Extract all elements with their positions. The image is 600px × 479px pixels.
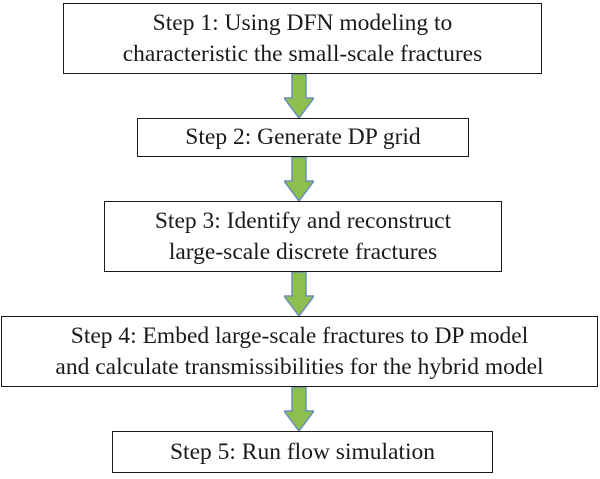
step-1-line-1: Step 1: Using DFN modeling to xyxy=(152,9,453,36)
step-3-line-1: Step 3: Identify and reconstruct xyxy=(154,207,452,234)
step-5-box: Step 5: Run flow simulation xyxy=(112,431,493,473)
step-1-line-2: characteristic the small-scale fractures xyxy=(122,40,483,67)
step-5-line-1: Step 5: Run flow simulation xyxy=(169,438,436,465)
step-3-line-2: large-scale discrete fractures xyxy=(168,238,438,265)
down-arrow-3 xyxy=(284,272,314,316)
step-2-line-1: Step 2: Generate DP grid xyxy=(185,124,421,150)
step-3-box: Step 3: Identify and reconstruct large-s… xyxy=(104,201,502,272)
down-arrow-1 xyxy=(284,74,314,118)
down-arrow-4 xyxy=(284,387,314,431)
down-arrow-2 xyxy=(284,157,314,201)
step-4-line-2: and calculate transmissibilities for the… xyxy=(55,353,544,380)
step-1-box: Step 1: Using DFN modeling to characteri… xyxy=(63,3,542,74)
step-4-line-1: Step 4: Embed large-scale fractures to D… xyxy=(70,322,529,349)
step-2-box: Step 2: Generate DP grid xyxy=(137,118,469,157)
step-4-box: Step 4: Embed large-scale fractures to D… xyxy=(1,316,598,387)
